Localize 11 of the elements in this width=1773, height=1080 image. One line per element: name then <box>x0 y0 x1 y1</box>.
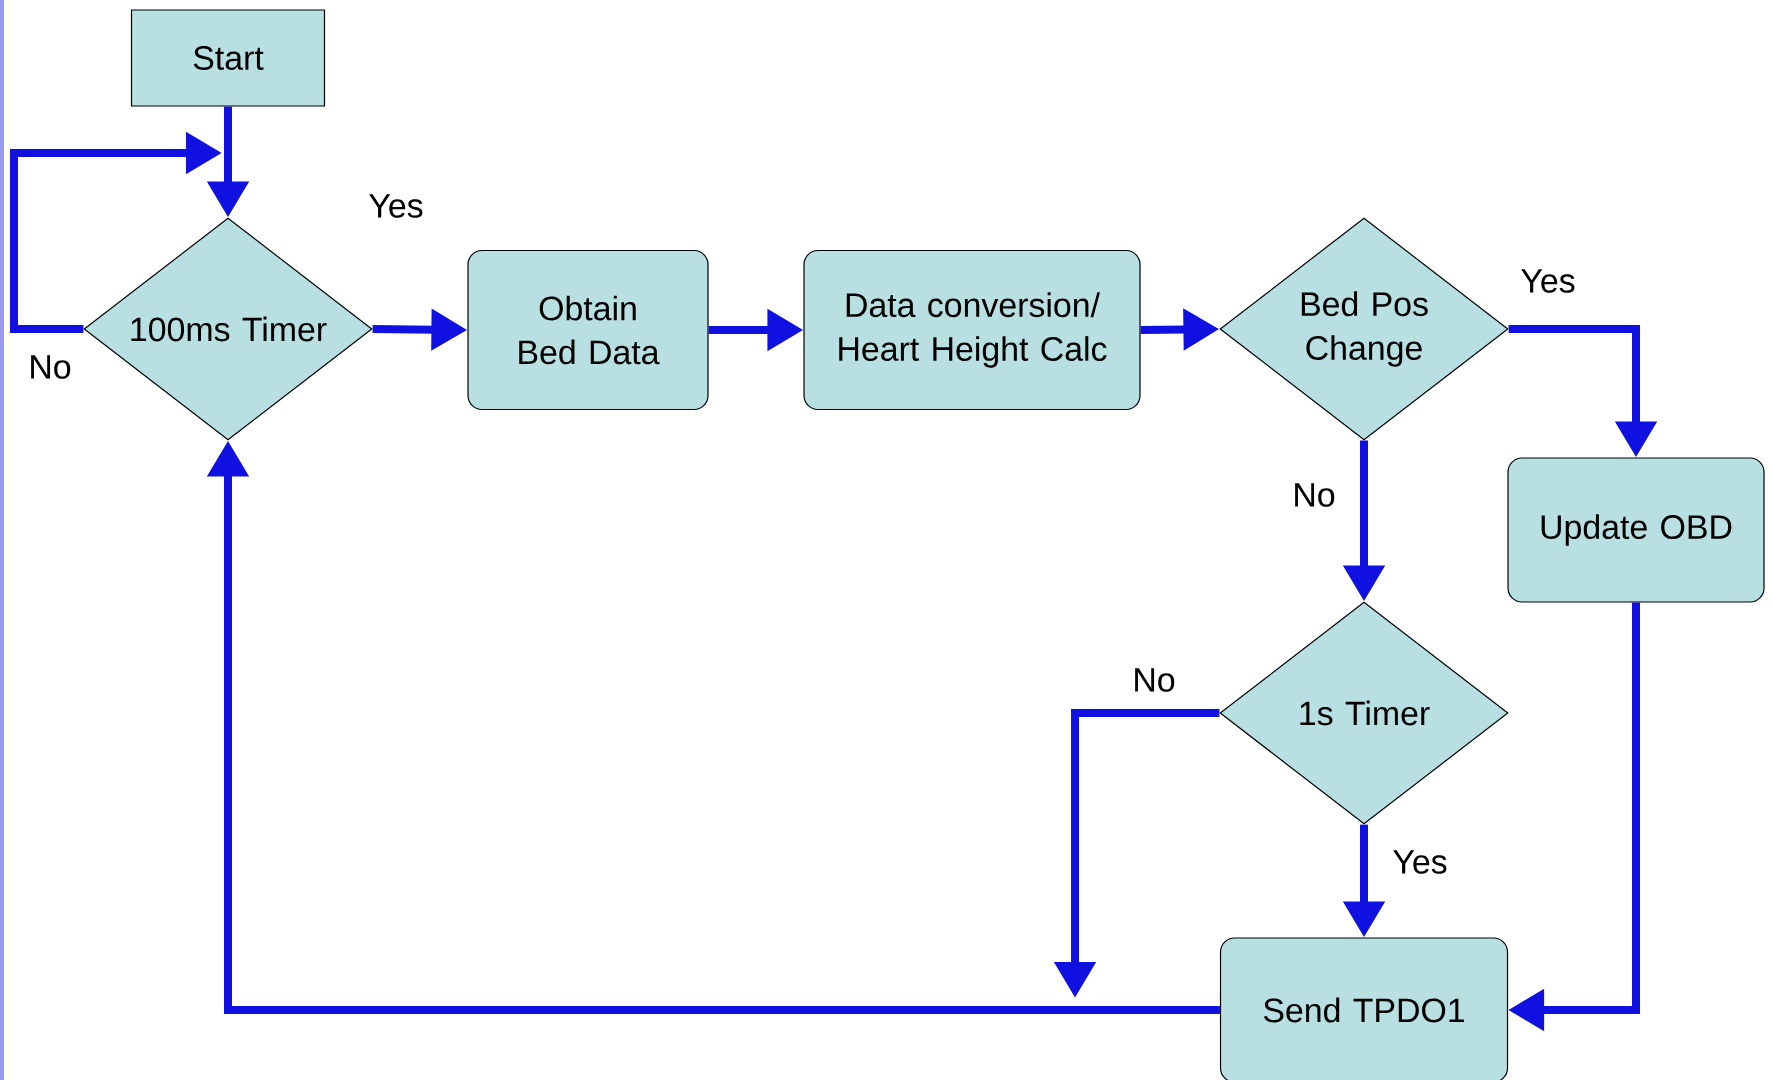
edge-label: No <box>1130 666 1178 694</box>
process-box: Obtain Bed Data <box>467 249 709 411</box>
edge-label: Yes <box>366 192 426 220</box>
edge-label: No <box>1290 481 1338 509</box>
edge-label: No <box>26 353 74 381</box>
process-box: Data conversion/ Heart Height Calc <box>803 249 1141 411</box>
edge-label: Yes <box>1518 267 1578 295</box>
process-box: Send TPDO1 <box>1219 937 1509 1080</box>
start-box: Start <box>130 9 326 107</box>
edge-label: Yes <box>1390 848 1450 876</box>
process-box: Update OBD <box>1507 457 1765 603</box>
